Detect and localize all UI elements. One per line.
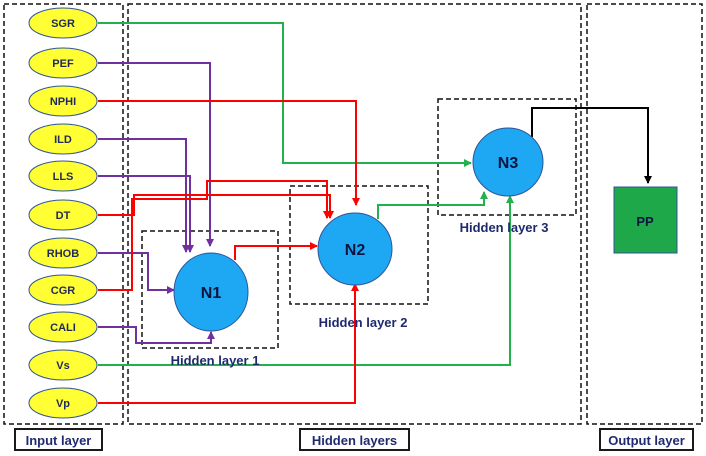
link-ild-n1 — [98, 138, 190, 253]
input-label: SGR — [51, 18, 75, 30]
hidden-layer-1-caption: Hidden layer 1 — [171, 353, 260, 368]
link-lls-n1 — [98, 175, 194, 253]
neuron-n2: N2 — [317, 212, 393, 286]
hidden-layer-3-box — [437, 98, 577, 216]
input-node-sgr: SGR — [28, 7, 98, 39]
input-label: DT — [56, 210, 71, 222]
input-node-vs: Vs — [28, 349, 98, 381]
input-label: Vp — [56, 398, 70, 410]
link-pef-n1 — [98, 62, 214, 247]
output-layer-frame — [586, 3, 703, 425]
input-node-rhob: RHOB — [28, 237, 98, 269]
input-node-cali: CALI — [28, 311, 98, 343]
hidden-layers-label: Hidden layers — [299, 428, 410, 451]
link-sgr-n3 — [98, 22, 472, 167]
link-n1-n2 — [234, 242, 318, 260]
hidden-layer-3-caption: Hidden layer 3 — [460, 220, 549, 235]
input-label: LLS — [53, 171, 74, 183]
input-layer-label: Input layer — [14, 428, 103, 451]
input-label: ILD — [54, 134, 72, 146]
input-node-lls: LLS — [28, 160, 98, 192]
input-label: RHOB — [47, 248, 79, 260]
input-node-vp: Vp — [28, 387, 98, 419]
input-label: CALI — [50, 322, 76, 334]
input-label: CGR — [51, 285, 76, 297]
hidden-layer-2-caption: Hidden layer 2 — [319, 315, 408, 330]
output-label: PP — [636, 214, 654, 229]
link-vs-n3 — [98, 195, 514, 366]
input-node-ild: ILD — [28, 123, 98, 155]
output-node-pp: PP — [613, 186, 678, 254]
input-node-pef: PEF — [28, 47, 98, 79]
link-n2-n3 — [377, 191, 488, 219]
input-node-cgr: CGR — [28, 274, 98, 306]
neuron-label: N1 — [201, 285, 222, 302]
neuron-label: N2 — [345, 242, 366, 259]
output-layer-label: Output layer — [599, 428, 694, 451]
neuron-label: N3 — [498, 155, 519, 172]
link-rhob-n1 — [98, 252, 175, 294]
input-label: Vs — [56, 360, 69, 372]
link-nphi-n2 — [98, 100, 360, 206]
link-vp-n2 — [98, 283, 359, 404]
input-label: PEF — [52, 58, 74, 70]
link-dt-n2 — [98, 194, 334, 219]
link-cgr-n2 — [98, 180, 331, 291]
neuron-n1: N1 — [173, 252, 249, 332]
input-node-nphi: NPHI — [28, 85, 98, 117]
input-label: NPHI — [50, 96, 76, 108]
neuron-n3: N3 — [472, 127, 544, 197]
input-node-dt: DT — [28, 199, 98, 231]
link-n3-pp — [531, 107, 652, 184]
link-cali-n1 — [98, 326, 215, 344]
